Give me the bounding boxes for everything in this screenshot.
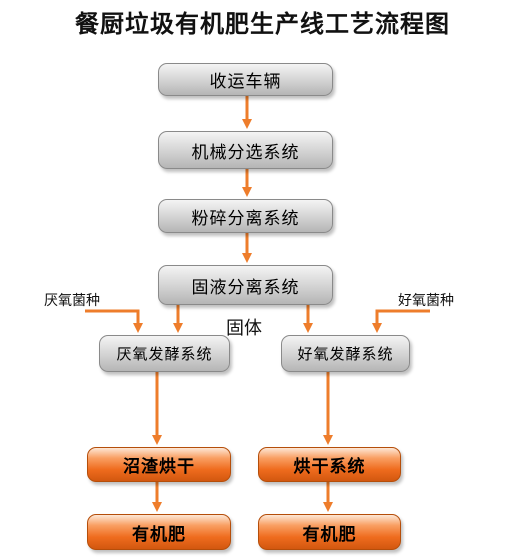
node-organic-fertilizer-right: 有机肥 [258,514,401,550]
node-aerobic-fermentation: 好氧发酵系统 [281,335,410,372]
node-biogas-residue-drying: 沼渣烘干 [87,447,231,482]
node-drying-system: 烘干系统 [258,447,401,482]
arrow-aerobic-bacteria [372,309,430,333]
arrow-anaerobic-bacteria [85,309,143,333]
label-solid: 固体 [226,318,262,339]
node-mechanical-sorting: 机械分选系统 [158,131,333,169]
node-crushing-separation: 粉碎分离系统 [158,199,333,233]
label-anaerobic-bacteria: 厌氧菌种 [44,293,100,309]
node-anaerobic-fermentation: 厌氧发酵系统 [99,335,230,372]
node-collection-vehicles: 收运车辆 [158,63,333,96]
label-aerobic-bacteria: 好氧菌种 [398,293,454,309]
page-title: 餐厨垃圾有机肥生产线工艺流程图 [75,10,450,38]
node-organic-fertilizer-left: 有机肥 [87,514,231,550]
node-solid-liquid-separation: 固液分离系统 [158,265,333,305]
